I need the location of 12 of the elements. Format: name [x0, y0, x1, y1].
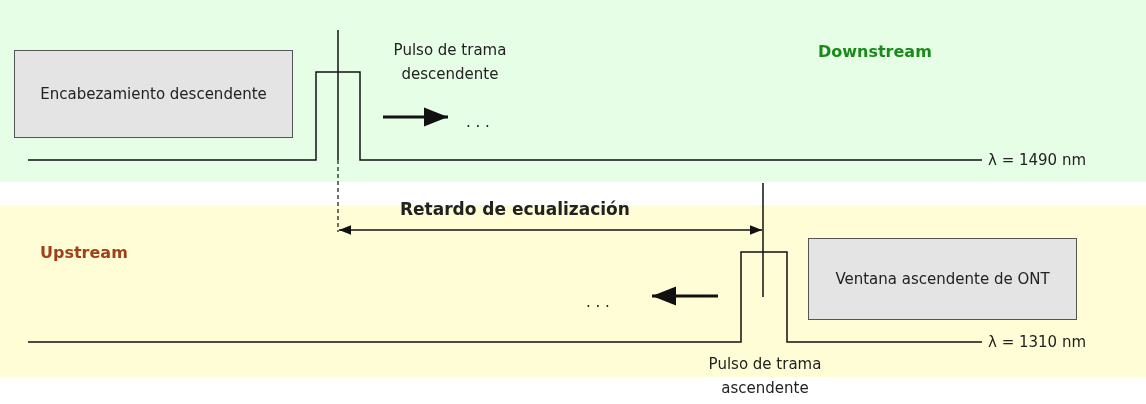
band-title: Downstream — [818, 41, 932, 63]
ellipsis-text: . . . — [586, 292, 610, 313]
wavelength-label: λ = 1490 nm — [988, 150, 1087, 171]
ellipsis-text: . . . — [466, 112, 490, 133]
signal-label: Pulso de trama ascendente — [707, 354, 823, 399]
band-background — [0, 0, 1146, 182]
band-title: Upstream — [40, 242, 128, 264]
signal-label: Pulso de trama descendente — [392, 40, 508, 85]
wavelength-label: λ = 1310 nm — [988, 332, 1087, 353]
process-box: Ventana ascendente de ONT — [808, 238, 1077, 320]
dimension-label: Retardo de ecualización — [400, 198, 630, 221]
process-box: Encabezamiento descendente — [14, 50, 293, 138]
